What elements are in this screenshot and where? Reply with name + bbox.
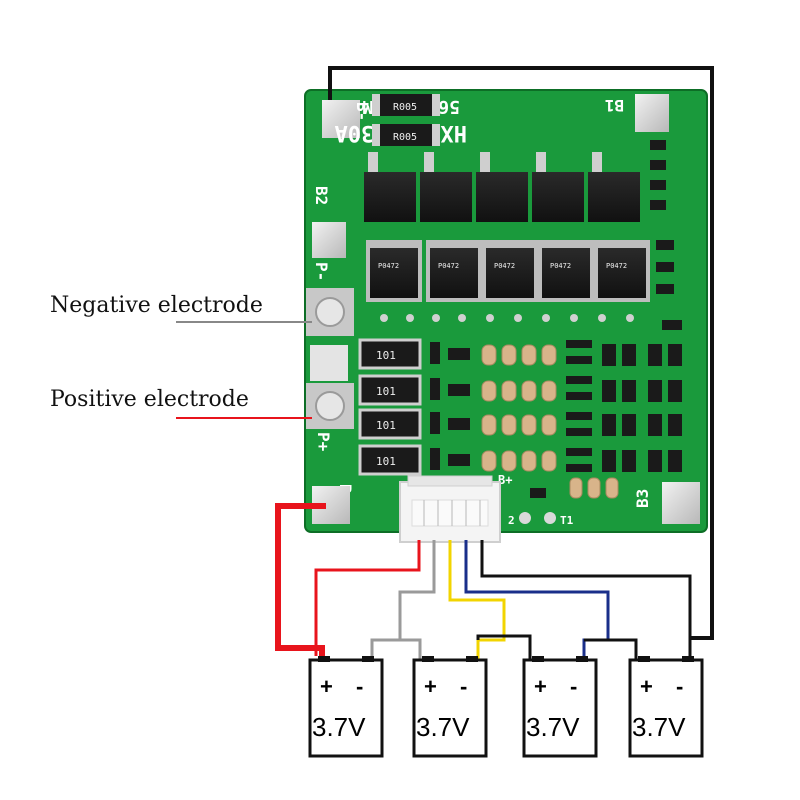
test-point-2 [519,512,531,524]
wire-red-balance [314,540,421,656]
pcb-board: B- B1 B2 P- P+ B+ B3 HX-4S-F30A 56*48*4M… [304,89,708,543]
pad-p-plus-label: P+ [314,432,333,452]
mosfet [532,152,584,222]
cell-3: + - 3.7V [522,656,598,758]
cell-2: + - 3.7V [412,656,488,758]
mosfet: P0472 [426,240,482,302]
cell-2-plus: + [424,674,437,699]
cell-1: + - 3.7V [308,656,384,758]
mosfet [476,152,528,222]
pad-strip [310,345,348,381]
wires [275,66,714,660]
mosfet-code: P0472 [378,262,399,270]
wire-black-link-34 [584,638,638,660]
small-b-plus-label: B+ [498,473,512,487]
mark-t1-label: T1 [560,514,574,527]
pad-b1 [635,94,669,132]
balance-resistor-2-text: 101 [376,385,396,398]
wire-black-b-minus [328,66,714,640]
balance-resistor-3-text: 101 [376,419,396,432]
mosfet-row-bottom: P0472 P0472 P0472 P0472 P0472 [366,240,650,302]
shunt-resistor-1-text: R005 [393,102,417,113]
pad-p-minus-label: P- [312,262,331,281]
shunt-resistor-1: R005 [372,94,440,116]
cell-2-voltage: 3.7V [416,712,470,742]
cell-1-voltage: 3.7V [312,712,366,742]
hole-p-plus [315,391,345,421]
smd-grid [430,340,682,499]
shunt-resistor-2: R005 [372,124,440,146]
cell-2-minus: - [460,674,467,699]
wire-blue-balance [464,540,610,660]
cell-3-voltage: 3.7V [526,712,580,742]
pad-b2 [312,222,346,258]
cell-1-plus: + [320,674,333,699]
wire-gray-link [400,638,422,660]
cell-3-minus: - [570,674,577,699]
pad-b3-label: B3 [633,489,652,508]
cell-3-plus: + [534,674,547,699]
mosfet: P0472 [594,240,650,302]
mosfet [364,152,416,222]
cell-4-plus: + [640,674,653,699]
cell-1-minus: - [356,674,363,699]
positive-electrode-label: Positive electrode [50,387,249,412]
wire-yellow-balance [448,540,506,660]
mark-2-label: 2 [508,514,515,527]
wire-black-link [476,634,532,660]
mosfet-code: P0472 [438,262,459,270]
mosfet: P0472 [366,240,422,302]
mosfet-code: P0472 [550,262,571,270]
mosfet [588,152,640,222]
cell-4: + - 3.7V [628,656,704,758]
balance-connector [399,475,501,543]
shunt-resistor-2-text: R005 [393,132,417,143]
cells: + - 3.7V + - 3.7V + - 3.7V + - 3.7V [308,656,704,758]
cell-4-voltage: 3.7V [632,712,686,742]
pad-b3 [662,482,700,524]
mosfet-row-top [364,152,640,222]
test-pad-row [380,314,634,322]
balance-resistor-1-text: 101 [376,349,396,362]
balance-resistor-1: 101 [358,338,422,370]
pad-b2-label: B2 [312,186,331,205]
pad-b-minus [322,100,360,138]
cell-4-minus: - [676,674,683,699]
balance-resistor-3: 101 [358,408,422,440]
mosfet: P0472 [482,240,538,302]
test-point-t1 [544,512,556,524]
mosfet: P0472 [538,240,594,302]
wire-red-b-plus [275,503,326,660]
negative-electrode-label: Negative electrode [50,293,263,318]
balance-resistor-2: 101 [358,374,422,406]
smd-column-right [650,140,682,330]
mosfet-code: P0472 [606,262,627,270]
wire-black-balance [480,540,692,660]
wire-gray-balance [370,540,436,660]
balance-resistor-4: 101 [358,444,422,476]
annotations: Negative electrode Positive electrode [50,293,312,419]
pad-b-minus-label: B- [353,102,372,121]
balance-resistor-4-text: 101 [376,455,396,468]
mosfet [420,152,472,222]
pad-b1-label: B1 [605,96,624,115]
hole-p-minus [315,297,345,327]
mosfet-code: P0472 [494,262,515,270]
